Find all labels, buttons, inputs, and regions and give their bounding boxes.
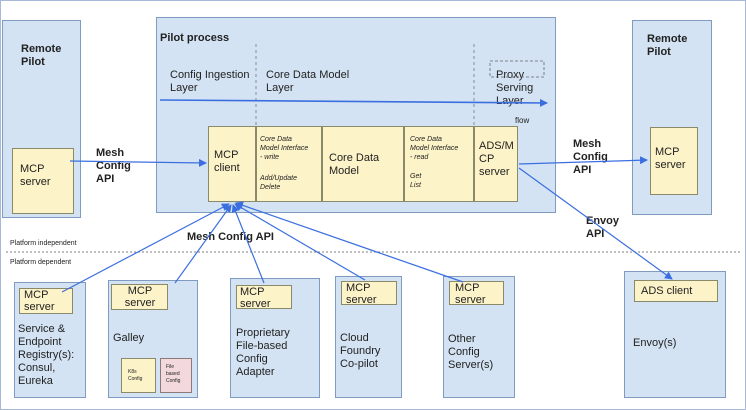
platform-dependent-label: Platform dependent bbox=[10, 259, 72, 266]
flow-label: flow bbox=[515, 116, 530, 125]
remote-pilot-right-title: Remote Pilot bbox=[647, 33, 688, 58]
mcp-server-label: MCP server bbox=[655, 146, 686, 171]
file-based-config-box: File based Config bbox=[160, 358, 192, 393]
remote-pilot-left-title: Remote Pilot bbox=[21, 43, 62, 68]
platform-independent-label: Platform independent bbox=[10, 240, 77, 247]
service-registry-label: Service & Endpoint Registry(s): Consul, … bbox=[18, 323, 75, 387]
envoy-api-arrow bbox=[518, 167, 673, 280]
mcp-server: MCP server bbox=[19, 288, 73, 314]
remote-pilot-right: Remote Pilot MCP server bbox=[632, 20, 712, 215]
core-data-model: Core Data Model bbox=[322, 126, 404, 202]
mcp-server-label: MCP server bbox=[20, 163, 51, 188]
proprietary-adapter-box: MCP server Proprietary File-based Config… bbox=[230, 278, 320, 398]
mesh-config-left-arrow bbox=[69, 158, 207, 167]
cloud-foundry-label: Cloud Foundry Co-pilot bbox=[340, 332, 381, 370]
ads-mcp-server: ADS/M CP server bbox=[474, 126, 518, 202]
galley-label: Galley bbox=[113, 332, 145, 344]
proxy-dashed-box bbox=[489, 60, 545, 78]
ads-client: ADS client bbox=[634, 280, 718, 302]
interface-write: Core Data Model Interface - write Add/Up… bbox=[256, 126, 322, 202]
envoy-api-label: Envoy API bbox=[586, 215, 620, 240]
flow-arrow bbox=[159, 98, 548, 107]
remote-pilot-right-mcp-server: MCP server bbox=[650, 127, 698, 195]
mcp-server: MCP server bbox=[341, 281, 397, 306]
interface-read: Core Data Model Interface - read Get Lis… bbox=[404, 126, 474, 202]
envoy-label: Envoy(s) bbox=[633, 337, 677, 349]
remote-pilot-left-mcp-server: MCP server bbox=[12, 148, 74, 214]
envoy-box: ADS client Envoy(s) bbox=[624, 271, 726, 398]
other-config-box: MCP server Other Config Server(s) bbox=[443, 276, 515, 398]
proxy-serving-layer: Proxy Serving Layer bbox=[496, 69, 534, 107]
mcp-server: MCP server bbox=[111, 284, 168, 310]
core-data-model-layer: Core Data Model Layer bbox=[266, 69, 350, 94]
mesh-config-right-arrow bbox=[518, 156, 648, 165]
service-registry-box: MCP server Service & Endpoint Registry(s… bbox=[14, 282, 86, 398]
k8s-config-box: K8s Config bbox=[121, 358, 156, 393]
mcp-server: MCP server bbox=[236, 285, 292, 310]
cloud-foundry-arrow bbox=[234, 203, 366, 281]
pilot-process-title: Pilot process bbox=[160, 32, 230, 44]
mcp-client: MCP client bbox=[208, 126, 256, 202]
galley-arrow bbox=[174, 204, 232, 284]
mesh-config-api-left-label: Mesh Config API bbox=[96, 147, 131, 185]
proprietary-adapter-arrow bbox=[231, 204, 265, 284]
remote-pilot-left: Remote Pilot MCP server bbox=[2, 20, 81, 218]
mesh-config-api-right-label: Mesh Config API bbox=[573, 138, 608, 176]
config-ingestion-layer: Config Ingestion Layer bbox=[170, 69, 250, 94]
cloud-foundry-box: MCP server Cloud Foundry Co-pilot bbox=[335, 276, 402, 398]
galley-box: MCP server Galley K8s Config File based … bbox=[108, 280, 198, 398]
service-registry-arrow bbox=[61, 203, 230, 293]
proprietary-adapter-label: Proprietary File-based Config Adapter bbox=[236, 327, 290, 378]
other-config-label: Other Config Server(s) bbox=[448, 333, 494, 371]
mcp-server: MCP server bbox=[449, 281, 504, 306]
other-config-arrow bbox=[235, 201, 464, 283]
